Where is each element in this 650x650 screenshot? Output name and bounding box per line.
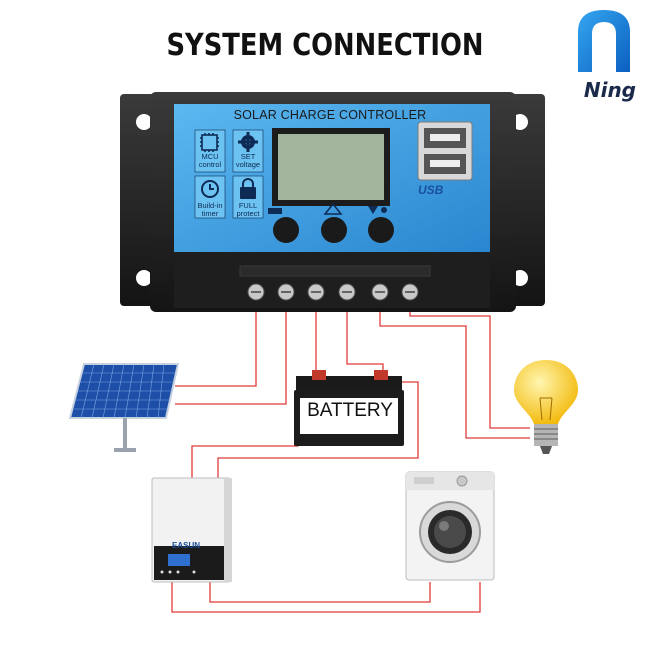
brand-logo (578, 10, 630, 72)
down-button (368, 217, 394, 243)
wire-load-positive (379, 296, 530, 439)
clock-icon (201, 180, 219, 198)
light-bulb (514, 360, 578, 454)
terminal-screws (247, 283, 419, 301)
gear-icon (238, 132, 258, 152)
usb-label: USB (418, 183, 444, 197)
controller-label: SOLAR CHARGE CONTROLLER (233, 108, 427, 122)
battery (294, 370, 404, 446)
wire-battery-inverter-2 (217, 381, 419, 478)
charge-controller (120, 92, 545, 312)
inverter (151, 477, 232, 583)
brand-name: Ning (583, 78, 636, 102)
lcd-screen (278, 134, 384, 200)
wire-inverter-washer-2 (209, 580, 431, 603)
lock-icon (240, 178, 256, 199)
battery-label: BATTERY (307, 400, 393, 421)
mcu-icon (200, 133, 219, 152)
inverter-logo: EASUN (172, 541, 201, 550)
inverter-display (168, 554, 190, 566)
wire-solar-positive (175, 296, 257, 387)
wire-inverter-washer-1 (171, 580, 481, 613)
menu-button (273, 217, 299, 243)
wire-solar-negative (175, 296, 287, 405)
up-button (321, 217, 347, 243)
washing-machine (405, 471, 495, 581)
page-title: SYSTEM CONNECTION (166, 28, 484, 63)
solar-panel (68, 363, 180, 452)
